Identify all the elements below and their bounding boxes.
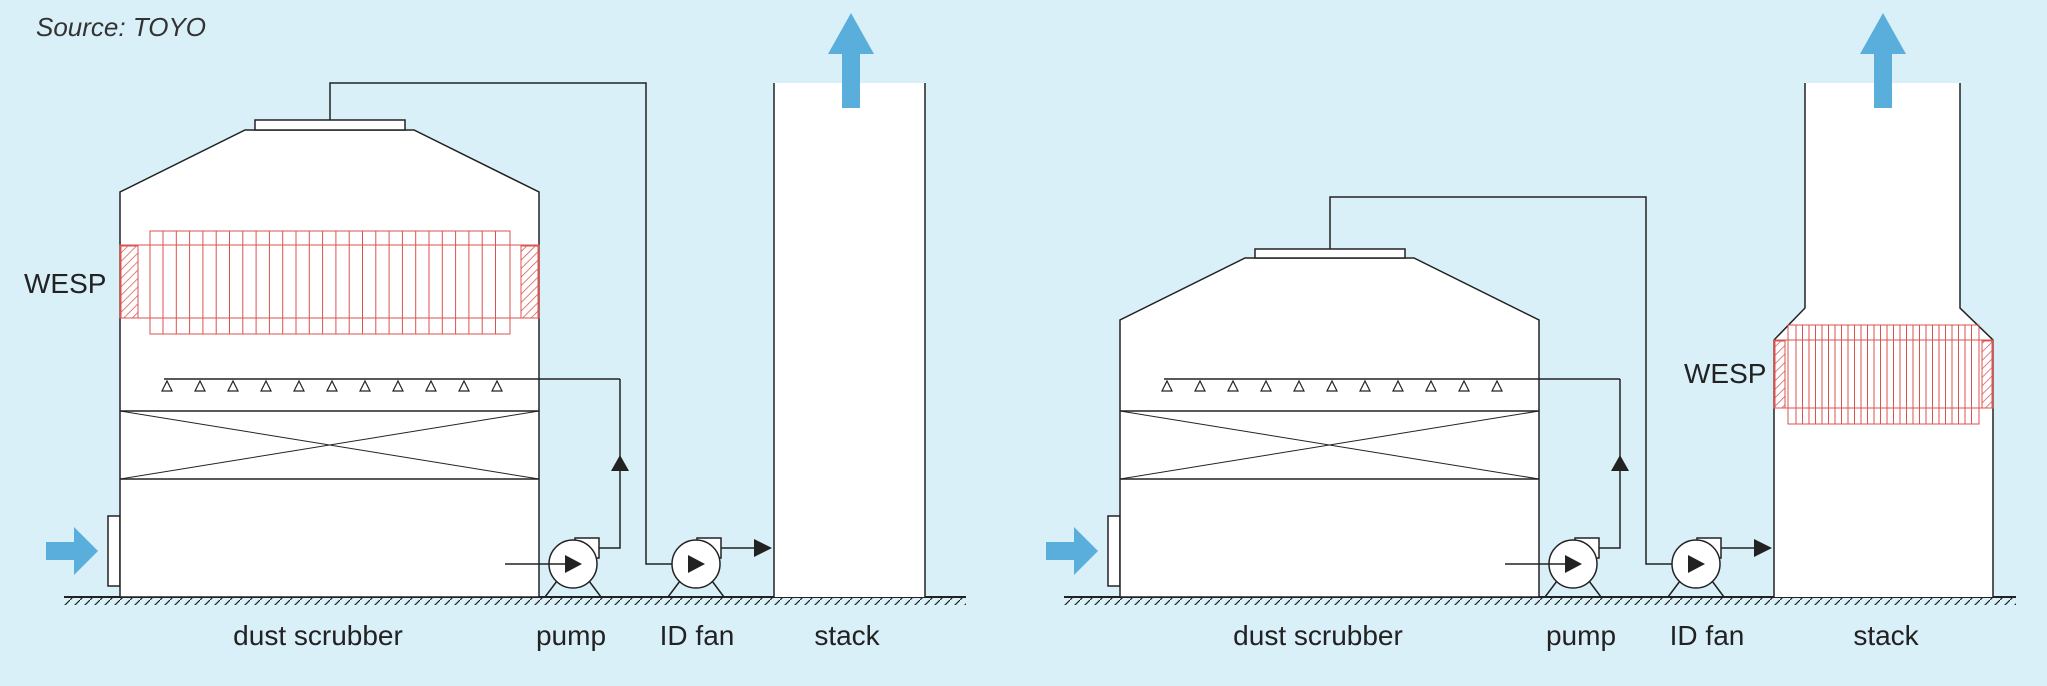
spray-nozzle	[260, 379, 272, 392]
inlet-arrow	[46, 527, 98, 575]
id-fan-symbol	[667, 537, 772, 598]
pump-label-right: pump	[1545, 620, 1617, 651]
spray-nozzle	[1326, 379, 1338, 392]
spray-nozzle	[161, 379, 173, 392]
spray-nozzle	[1392, 379, 1404, 392]
spray-nozzle	[458, 379, 470, 392]
spray-header	[161, 378, 620, 392]
wesp-label-left: WESP	[24, 268, 107, 299]
ground-line	[64, 596, 966, 605]
inlet-duct	[107, 515, 121, 587]
dust-scrubber-label-left: dust scrubber	[233, 620, 403, 651]
pump-label-left: pump	[535, 620, 607, 651]
packing-bed	[119, 410, 540, 480]
dust-scrubber-label-right: dust scrubber	[1233, 620, 1403, 651]
stack-label-right: stack	[1853, 620, 1919, 651]
spray-nozzle	[194, 379, 206, 392]
id-fan-symbol	[1667, 537, 1772, 598]
source-note: Source: TOYO	[36, 12, 207, 42]
spray-nozzle	[293, 379, 305, 392]
spray-nozzle	[1161, 379, 1173, 392]
packing-bed	[1119, 410, 1540, 480]
pump-symbol	[544, 537, 602, 598]
spray-nozzle	[1194, 379, 1206, 392]
spray-nozzle	[491, 379, 503, 392]
spray-nozzle	[1425, 379, 1437, 392]
id-fan-label-right: ID fan	[1669, 620, 1745, 651]
stack-label-left: stack	[814, 620, 880, 651]
spray-nozzle	[359, 379, 371, 392]
inlet-duct	[1107, 515, 1121, 587]
stack-body	[773, 83, 926, 597]
pump-symbol	[1544, 537, 1602, 598]
spray-nozzle	[1359, 379, 1371, 392]
spray-nozzle	[392, 379, 404, 392]
dust-scrubber-body	[119, 129, 540, 598]
wesp-module	[1773, 324, 1994, 425]
spray-nozzle	[425, 379, 437, 392]
spray-nozzle	[1227, 379, 1239, 392]
wesp-module	[119, 230, 540, 335]
spray-nozzle	[1260, 379, 1272, 392]
wesp-label-right: WESP	[1684, 358, 1767, 389]
inlet-arrow	[1046, 527, 1098, 575]
spray-nozzle	[227, 379, 239, 392]
outlet-flange	[1254, 248, 1406, 259]
stack-exhaust-arrow	[1860, 13, 1906, 108]
ground-line	[1064, 596, 2016, 605]
id-fan-label-left: ID fan	[659, 620, 735, 651]
gas-duct	[329, 82, 672, 565]
right-system	[1046, 13, 2016, 605]
left-system	[46, 13, 966, 605]
spray-nozzle	[326, 379, 338, 392]
gas-duct	[1329, 196, 1672, 565]
spray-nozzle	[1293, 379, 1305, 392]
stack-exhaust-arrow	[828, 13, 874, 108]
spray-header	[1161, 378, 1620, 392]
spray-nozzle	[1491, 379, 1503, 392]
dust-scrubber-body	[1119, 257, 1540, 598]
spray-nozzle	[1458, 379, 1470, 392]
outlet-flange	[254, 119, 406, 131]
